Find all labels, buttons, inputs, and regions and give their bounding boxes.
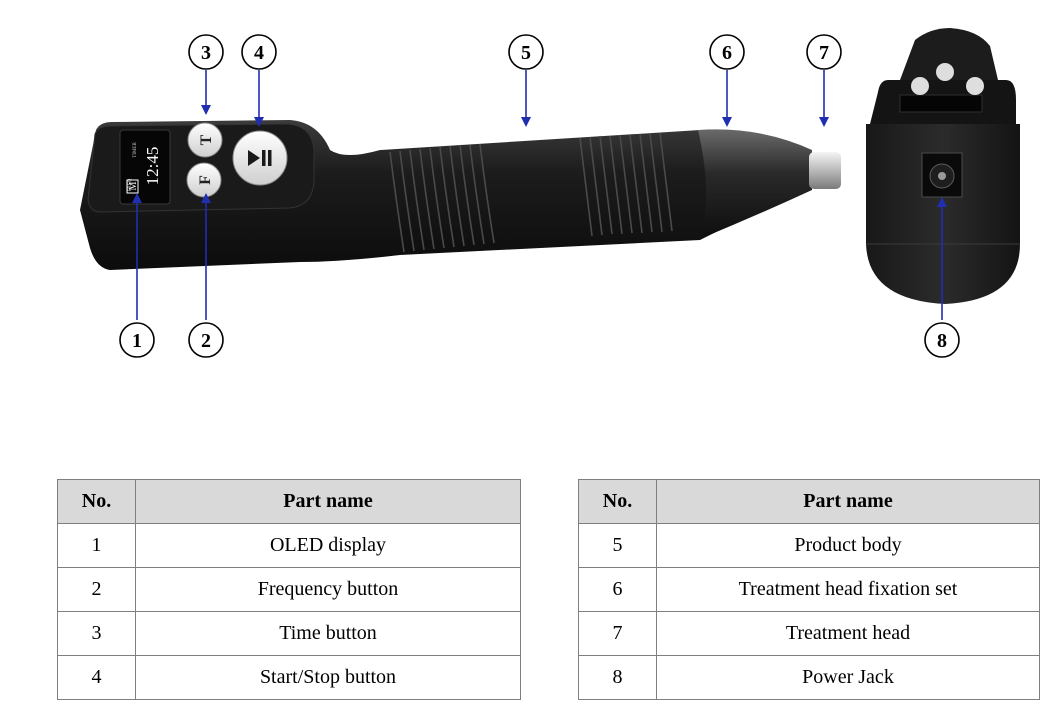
cell-part-name: Product body bbox=[656, 523, 1040, 568]
play-pause-icon bbox=[248, 150, 272, 166]
cell-part-name: Time button bbox=[135, 611, 521, 656]
callout-8: 8 bbox=[924, 322, 960, 358]
table-header-row: No. Part name bbox=[57, 479, 521, 524]
table-row: 6 Treatment head fixation set bbox=[578, 567, 1040, 612]
device-end-view bbox=[866, 28, 1020, 304]
cell-no: 2 bbox=[57, 567, 136, 612]
cell-no: 7 bbox=[578, 611, 657, 656]
table-row: 8 Power Jack bbox=[578, 655, 1040, 700]
table-row: 2 Frequency button bbox=[57, 567, 521, 612]
cell-no: 3 bbox=[57, 611, 136, 656]
oled-timer-label: TIMER bbox=[133, 142, 138, 158]
header-part-name: Part name bbox=[135, 479, 521, 524]
svg-text:4: 4 bbox=[254, 42, 264, 64]
table-row: 3 Time button bbox=[57, 611, 521, 656]
cell-no: 4 bbox=[57, 655, 136, 700]
fixation-cone bbox=[698, 129, 812, 238]
header-part-name: Part name bbox=[656, 479, 1040, 524]
callout-6: 6 bbox=[709, 34, 745, 70]
table-row: 4 Start/Stop button bbox=[57, 655, 521, 700]
end-view-body bbox=[866, 124, 1020, 304]
start-stop-button[interactable] bbox=[232, 130, 288, 186]
callout-7: 7 bbox=[806, 34, 842, 70]
cell-no: 5 bbox=[578, 523, 657, 568]
svg-text:6: 6 bbox=[722, 42, 732, 64]
oled-display bbox=[119, 129, 171, 205]
cell-part-name: OLED display bbox=[135, 523, 521, 568]
svg-text:5: 5 bbox=[521, 42, 531, 64]
cell-part-name: Treatment head fixation set bbox=[656, 567, 1040, 612]
parts-table-right: No. Part name 5 Product body 6 Treatment… bbox=[578, 479, 1040, 700]
oled-freq-label: FREQ bbox=[128, 178, 133, 191]
cell-part-name: Start/Stop button bbox=[135, 655, 521, 700]
cell-part-name: Power Jack bbox=[656, 655, 1040, 700]
time-button-letter: T bbox=[198, 134, 215, 145]
treatment-tip bbox=[809, 152, 841, 189]
callout-2: 2 bbox=[188, 322, 224, 358]
end-view-display bbox=[899, 94, 983, 113]
callout-arrows bbox=[132, 70, 947, 320]
time-button[interactable]: T bbox=[187, 122, 223, 158]
grip-ridges bbox=[389, 132, 673, 253]
cell-no: 8 bbox=[578, 655, 657, 700]
product-figure: 12:45 TIMER FREQ M T F bbox=[80, 28, 1020, 358]
cell-part-name: Treatment head bbox=[656, 611, 1040, 656]
frequency-button[interactable]: F bbox=[186, 162, 222, 198]
frequency-button-letter: F bbox=[197, 175, 214, 185]
end-view-btn-mid bbox=[936, 63, 954, 81]
callout-1: 1 bbox=[119, 322, 155, 358]
cell-part-name: Frequency button bbox=[135, 567, 521, 612]
header-no: No. bbox=[578, 479, 657, 524]
parts-table-left: No. Part name 1 OLED display 2 Frequency… bbox=[57, 479, 521, 700]
callout-5: 5 bbox=[508, 34, 544, 70]
svg-text:2: 2 bbox=[201, 330, 211, 352]
table-row: 1 OLED display bbox=[57, 523, 521, 568]
svg-text:3: 3 bbox=[201, 42, 211, 64]
svg-text:8: 8 bbox=[937, 330, 947, 352]
callout-4: 4 bbox=[241, 34, 277, 70]
table-row: 7 Treatment head bbox=[578, 611, 1040, 656]
end-view-btn-right bbox=[966, 77, 984, 95]
end-view-top bbox=[900, 28, 998, 80]
callout-3: 3 bbox=[188, 34, 224, 70]
table-row: 5 Product body bbox=[578, 523, 1040, 568]
header-no: No. bbox=[57, 479, 136, 524]
oled-mode: M bbox=[128, 181, 139, 190]
table-header-row: No. Part name bbox=[578, 479, 1040, 524]
cell-no: 6 bbox=[578, 567, 657, 612]
power-jack bbox=[921, 152, 963, 198]
device-side-view: 12:45 TIMER FREQ M T F bbox=[80, 120, 841, 270]
cell-no: 1 bbox=[57, 523, 136, 568]
svg-text:7: 7 bbox=[819, 42, 829, 64]
end-view-btn-left bbox=[911, 77, 929, 95]
oled-time: 12:45 bbox=[143, 147, 162, 186]
svg-text:1: 1 bbox=[132, 330, 142, 352]
